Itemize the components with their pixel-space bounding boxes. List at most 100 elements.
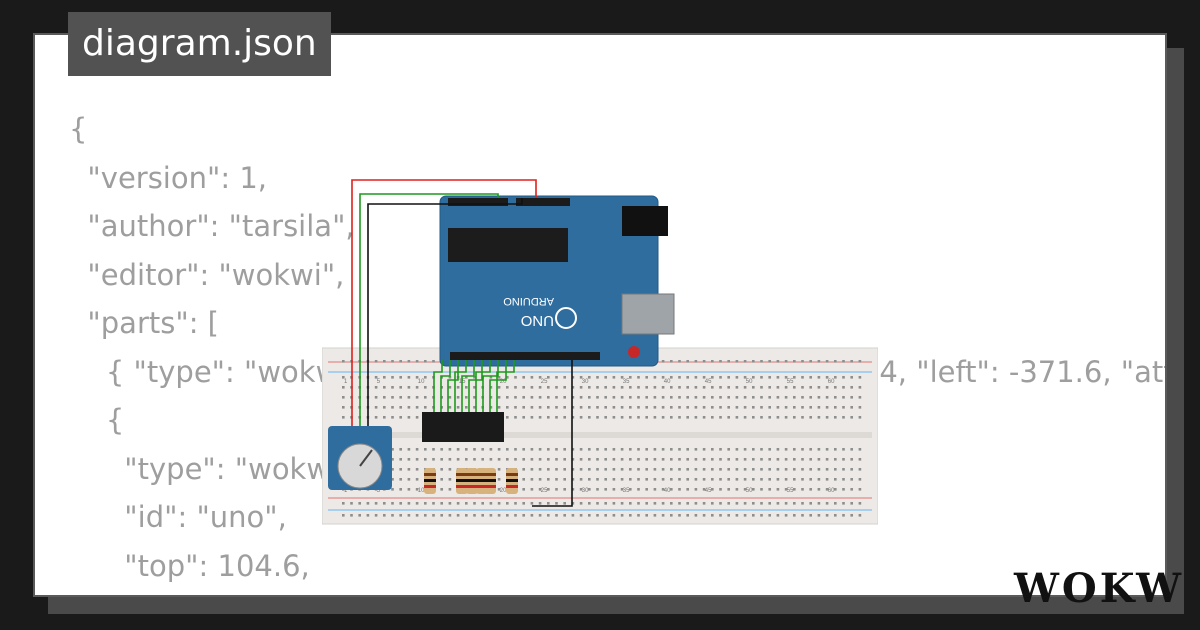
breadboard-hole bbox=[809, 502, 812, 505]
breadboard-hole bbox=[473, 376, 476, 379]
breadboard-hole bbox=[817, 448, 821, 451]
breadboard-hole bbox=[850, 448, 853, 451]
breadboard-hole bbox=[391, 488, 394, 491]
breadboard-hole bbox=[424, 376, 427, 379]
breadboard-hole bbox=[563, 406, 566, 409]
breadboard-hole bbox=[776, 468, 780, 471]
breadboard-hole bbox=[784, 514, 788, 517]
breadboard-hole bbox=[563, 396, 566, 399]
breadboard-hole bbox=[391, 502, 394, 505]
breadboard-hole bbox=[530, 386, 534, 389]
breadboard-hole bbox=[596, 396, 599, 399]
breadboard-hole bbox=[752, 488, 755, 491]
breadboard-hole bbox=[530, 478, 534, 481]
breadboard-hole bbox=[629, 502, 632, 505]
breadboard-hole bbox=[473, 396, 476, 399]
breadboard-hole bbox=[858, 360, 862, 363]
breadboard-hole bbox=[522, 376, 525, 379]
breadboard-hole bbox=[571, 406, 575, 409]
wire-5v bbox=[351, 179, 537, 442]
breadboard-hole bbox=[522, 514, 525, 517]
breadboard-hole bbox=[596, 502, 599, 505]
breadboard-hole bbox=[514, 514, 517, 517]
breadboard-hole bbox=[686, 406, 689, 409]
breadboard-hole bbox=[415, 360, 419, 363]
breadboard-hole bbox=[711, 406, 714, 409]
breadboard-hole bbox=[809, 468, 812, 471]
file-tab[interactable]: diagram.json bbox=[68, 12, 331, 76]
breadboard-hole bbox=[506, 376, 509, 379]
breadboard-hole bbox=[735, 458, 739, 461]
breadboard-hole bbox=[629, 514, 632, 517]
breadboard-hole bbox=[850, 458, 853, 461]
breadboard-hole bbox=[579, 396, 583, 399]
breadboard-hole bbox=[776, 502, 780, 505]
breadboard-hole bbox=[694, 406, 698, 409]
breadboard-hole bbox=[612, 406, 616, 409]
breadboard-hole bbox=[760, 386, 763, 389]
breadboard-hole bbox=[620, 514, 624, 517]
breadboard-hole bbox=[399, 514, 402, 517]
breadboard-hole bbox=[834, 386, 837, 389]
breadboard-hole bbox=[637, 376, 640, 379]
breadboard-hole bbox=[825, 406, 829, 409]
breadboard-hole bbox=[432, 360, 435, 363]
breadboard-hole bbox=[768, 502, 771, 505]
usb-port bbox=[621, 293, 675, 335]
breadboard-hole bbox=[424, 448, 427, 451]
breadboard-hole bbox=[842, 458, 845, 461]
breadboard-hole bbox=[645, 468, 648, 471]
breadboard-hole bbox=[448, 448, 452, 451]
breadboard-hole bbox=[711, 468, 714, 471]
breadboard-hole bbox=[776, 416, 780, 419]
breadboard-hole bbox=[858, 406, 862, 409]
breadboard-hole bbox=[588, 416, 591, 419]
breadboard-hole bbox=[825, 416, 829, 419]
breadboard-hole bbox=[612, 376, 616, 379]
breadboard-hole bbox=[612, 468, 616, 471]
breadboard-hole bbox=[702, 514, 706, 517]
breadboard-hole bbox=[801, 478, 804, 481]
breadboard-hole bbox=[604, 478, 607, 481]
breadboard-hole bbox=[743, 478, 747, 481]
breadboard-hole bbox=[399, 458, 402, 461]
breadboard-hole bbox=[834, 478, 837, 481]
breadboard-hole bbox=[735, 360, 739, 363]
breadboard-hole bbox=[555, 468, 558, 471]
breadboard-hole bbox=[342, 416, 345, 419]
breadboard-hole bbox=[842, 406, 845, 409]
breadboard-hole bbox=[653, 488, 657, 491]
breadboard-hole bbox=[383, 416, 386, 419]
breadboard-hole bbox=[793, 502, 796, 505]
breadboard-hole bbox=[825, 468, 829, 471]
breadboard-hole bbox=[809, 396, 812, 399]
resistor bbox=[456, 468, 468, 494]
breadboard-hole bbox=[801, 488, 804, 491]
breadboard-hole bbox=[629, 468, 632, 471]
breadboard-hole bbox=[735, 386, 739, 389]
breadboard-hole bbox=[735, 448, 739, 451]
breadboard-hole bbox=[596, 376, 599, 379]
breadboard-hole bbox=[809, 360, 812, 363]
breadboard-hole bbox=[383, 502, 386, 505]
breadboard-hole bbox=[571, 396, 575, 399]
breadboard-hole bbox=[407, 458, 411, 461]
breadboard-hole bbox=[612, 514, 616, 517]
breadboard-hole bbox=[547, 448, 550, 451]
breadboard-hole bbox=[817, 376, 821, 379]
breadboard-hole bbox=[842, 448, 845, 451]
breadboard-hole bbox=[661, 478, 665, 481]
breadboard-hole bbox=[563, 478, 566, 481]
breadboard-hole bbox=[645, 502, 648, 505]
breadboard-hole bbox=[678, 386, 681, 389]
breadboard-hole bbox=[596, 386, 599, 389]
breadboard-hole bbox=[793, 468, 796, 471]
breadboard-hole bbox=[522, 478, 525, 481]
breadboard-hole bbox=[497, 396, 501, 399]
breadboard-hole bbox=[612, 416, 616, 419]
breadboard-hole bbox=[506, 386, 509, 389]
breadboard-hole bbox=[776, 396, 780, 399]
breadboard-hole bbox=[399, 406, 402, 409]
breadboard-hole bbox=[768, 406, 771, 409]
breadboard-hole bbox=[374, 376, 378, 379]
